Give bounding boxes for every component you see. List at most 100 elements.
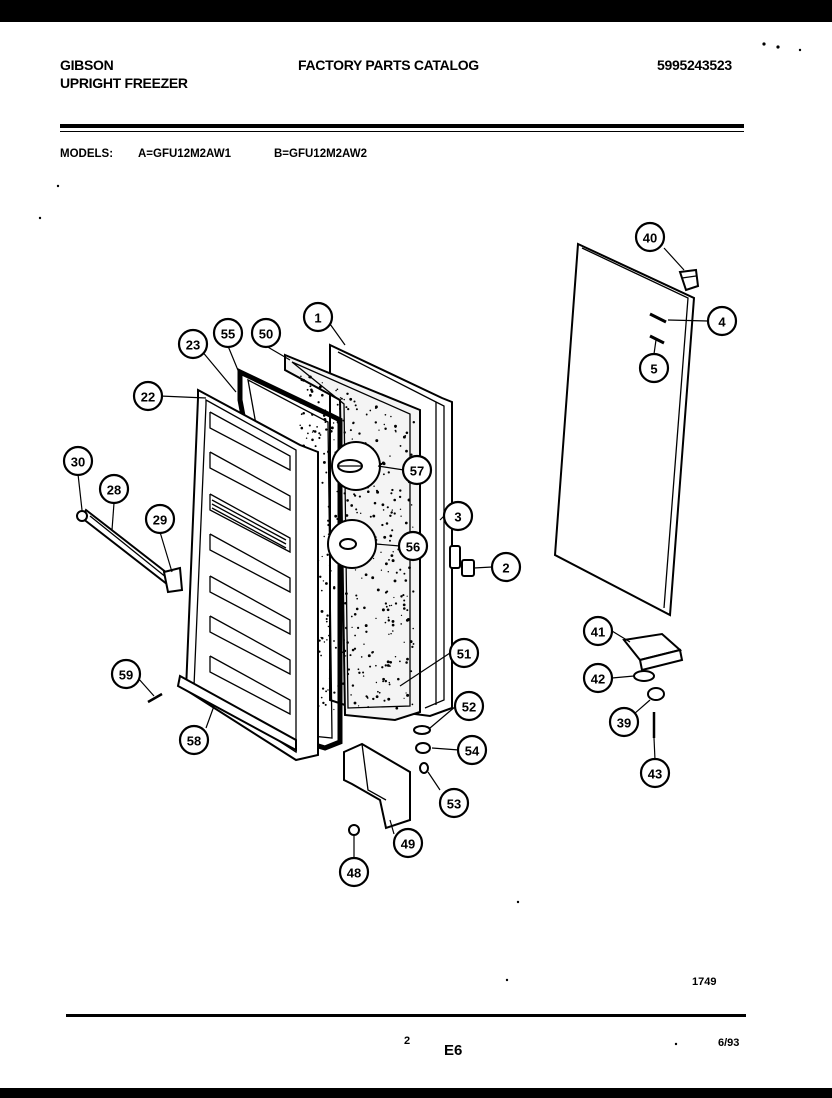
svg-text:39: 39 <box>617 716 631 731</box>
foam-speck <box>375 681 378 684</box>
foam-speck <box>327 625 330 628</box>
foam-speck <box>322 580 325 582</box>
foam-speck <box>393 579 397 583</box>
foam-speck <box>308 424 311 427</box>
foam-speck <box>412 627 414 630</box>
foam-speck <box>406 609 409 612</box>
foam-speck <box>333 640 335 642</box>
foam-speck <box>344 601 347 605</box>
leader-lines <box>77 247 709 858</box>
foam-speck <box>318 432 321 435</box>
catalog-title: FACTORY PARTS CATALOG <box>298 57 479 73</box>
foam-speck <box>350 615 353 618</box>
foam-speck <box>374 405 378 409</box>
handle-clips <box>449 545 475 577</box>
foam-speck <box>404 435 407 437</box>
callout-22: 22 <box>132 380 164 412</box>
foam-speck <box>326 639 328 641</box>
foam-speck <box>362 671 365 674</box>
svg-text:54: 54 <box>465 744 480 759</box>
callout-29: 29 <box>144 503 176 535</box>
foam-speck <box>391 509 393 511</box>
foam-speck <box>404 521 408 525</box>
foam-speck <box>321 382 323 384</box>
foam-speck <box>398 495 402 499</box>
foam-speck <box>389 539 391 542</box>
foam-speck <box>387 616 390 619</box>
foam-speck <box>367 490 370 493</box>
foam-speck <box>372 557 375 560</box>
foam-speck <box>334 514 338 518</box>
foam-speck <box>323 641 326 643</box>
foam-speck <box>326 614 329 617</box>
foam-speck <box>363 606 366 610</box>
foam-speck <box>375 439 379 443</box>
foam-speck <box>333 691 336 694</box>
foam-speck <box>365 413 368 416</box>
foam-speck <box>381 666 384 669</box>
foam-speck <box>395 430 397 433</box>
foam-speck <box>316 426 318 428</box>
foam-speck <box>386 664 390 667</box>
foam-speck <box>320 589 323 592</box>
foam-speck <box>375 489 379 492</box>
foam-speck <box>395 571 398 574</box>
revision-date: 6/93 <box>718 1037 740 1049</box>
svg-text:5: 5 <box>650 362 657 377</box>
callout-50: 50 <box>250 317 282 349</box>
foam-speck <box>389 660 393 664</box>
callout-49: 49 <box>392 827 424 859</box>
foam-speck <box>388 558 390 561</box>
foam-speck <box>384 427 387 430</box>
foam-speck <box>412 526 414 528</box>
foam-speck <box>369 409 372 412</box>
foam-speck <box>305 437 308 439</box>
foam-speck <box>335 389 337 392</box>
foam-speck <box>320 696 323 699</box>
callout-51: 51 <box>448 637 480 669</box>
foam-speck <box>395 706 399 710</box>
foam-speck <box>325 428 328 431</box>
callout-58: 58 <box>178 724 210 756</box>
foam-speck <box>325 471 328 474</box>
foam-speck <box>383 699 386 702</box>
foam-speck <box>364 573 368 577</box>
foam-speck <box>391 529 394 532</box>
callout-30: 30 <box>62 445 94 477</box>
hinge-bracket-41 <box>622 632 684 672</box>
figure-number: 1749 <box>692 976 717 988</box>
foam-speck <box>376 588 380 592</box>
svg-text:3: 3 <box>454 510 461 525</box>
foam-speck <box>343 639 345 641</box>
foam-speck <box>385 605 388 608</box>
foam-speck <box>410 670 413 673</box>
foam-speck <box>391 488 394 492</box>
foam-speck <box>384 679 388 683</box>
foam-speck <box>391 619 395 623</box>
foam-speck <box>384 664 387 667</box>
foam-speck <box>352 421 355 424</box>
foam-speck <box>407 498 411 502</box>
foam-speck <box>381 608 385 612</box>
callout-43: 43 <box>639 757 671 789</box>
foam-speck <box>400 623 403 625</box>
foam-speck <box>306 388 309 391</box>
foam-speck <box>371 651 374 654</box>
foam-speck <box>372 697 375 701</box>
foam-speck <box>334 646 337 649</box>
foam-speck <box>387 471 390 474</box>
foam-speck <box>345 592 348 595</box>
svg-text:51: 51 <box>457 647 471 662</box>
header-rule-thick <box>60 124 744 128</box>
foam-speck <box>406 657 409 661</box>
svg-text:29: 29 <box>153 513 167 528</box>
foam-speck <box>299 424 301 427</box>
svg-text:30: 30 <box>71 455 85 470</box>
foam-speck <box>325 617 328 621</box>
section-code: E6 <box>444 1042 463 1059</box>
foam-speck <box>345 406 348 409</box>
foam-speck <box>358 495 361 498</box>
foam-speck <box>412 642 415 645</box>
foam-speck <box>340 397 343 400</box>
freezer-door <box>553 242 696 617</box>
